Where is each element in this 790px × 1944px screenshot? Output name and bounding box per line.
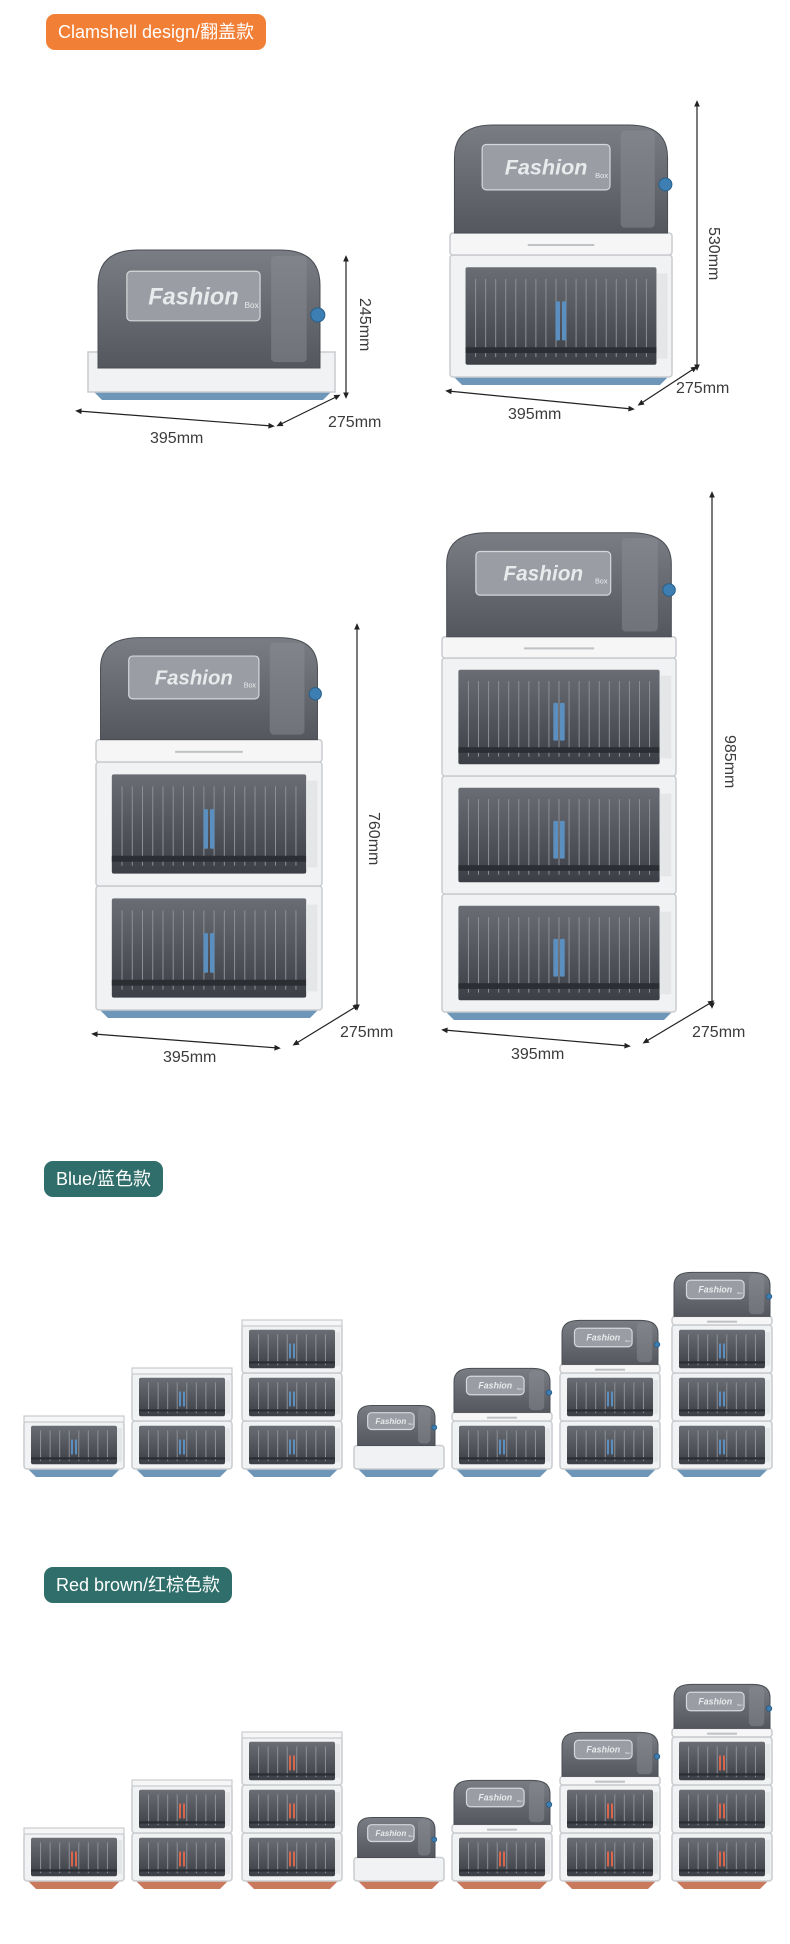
redbrown-lineup-item-1 [23,1827,125,1889]
svg-text:Fashion: Fashion [148,284,238,310]
width-label: 395mm [163,1049,217,1066]
dimension-line-depth [276,394,341,427]
depth-label: 275mm [676,380,730,397]
svg-text:Fashion: Fashion [698,1697,732,1707]
height-label: 985mm [721,735,738,789]
svg-text:Fashion: Fashion [698,1285,732,1295]
svg-text:Fashion: Fashion [478,1381,512,1391]
section-badge-redbrown: Red brown/红棕色款 [44,1567,233,1603]
depth-label: 275mm [328,414,382,431]
dimension-line-width [75,408,275,429]
depth-label: 275mm [692,1024,746,1041]
svg-text:Box: Box [517,1799,523,1803]
svg-text:Box: Box [625,1339,631,1343]
height-label: 530mm [705,227,722,281]
svg-text:Fashion: Fashion [505,155,588,180]
section-badge-blue: Blue/蓝色款 [44,1161,164,1197]
redbrown-lineup-item-3 [241,1731,343,1889]
svg-text:Box: Box [409,1834,414,1838]
dimension-line-width [445,388,635,412]
svg-text:Box: Box [409,1422,414,1426]
svg-text:Fashion: Fashion [586,1333,620,1343]
svg-text:Fashion: Fashion [503,563,583,586]
dimension-line-depth [292,1004,360,1046]
svg-text:Box: Box [737,1291,743,1295]
depth-label: 275mm [340,1024,394,1041]
svg-text:Fashion: Fashion [376,1829,407,1838]
dimension-line-depth [637,366,698,406]
dimension-line-depth [642,1000,715,1044]
blue-lineup-item-3 [241,1319,343,1477]
svg-text:Box: Box [244,682,257,690]
svg-text:Fashion: Fashion [155,668,233,690]
dimension-line-width [441,1027,631,1049]
svg-text:Box: Box [245,301,260,310]
svg-text:Box: Box [737,1703,743,1707]
redbrown-lineup-item-2 [131,1779,233,1889]
width-label: 395mm [150,430,204,447]
svg-text:Fashion: Fashion [586,1745,620,1755]
svg-text:Box: Box [625,1751,631,1755]
height-label: 245mm [356,298,373,352]
svg-text:Fashion: Fashion [376,1417,407,1426]
dimension-line-width [91,1031,281,1051]
blue-lineup-item-1 [23,1415,125,1477]
height-label: 760mm [365,812,382,866]
svg-text:Box: Box [595,577,608,586]
svg-text:Box: Box [595,171,608,180]
width-label: 395mm [511,1046,565,1063]
section-badge-clamshell: Clamshell design/翻盖款 [46,14,267,50]
svg-text:Fashion: Fashion [478,1793,512,1803]
blue-lineup-item-2 [131,1367,233,1477]
svg-text:Box: Box [517,1387,523,1391]
width-label: 395mm [508,406,562,423]
